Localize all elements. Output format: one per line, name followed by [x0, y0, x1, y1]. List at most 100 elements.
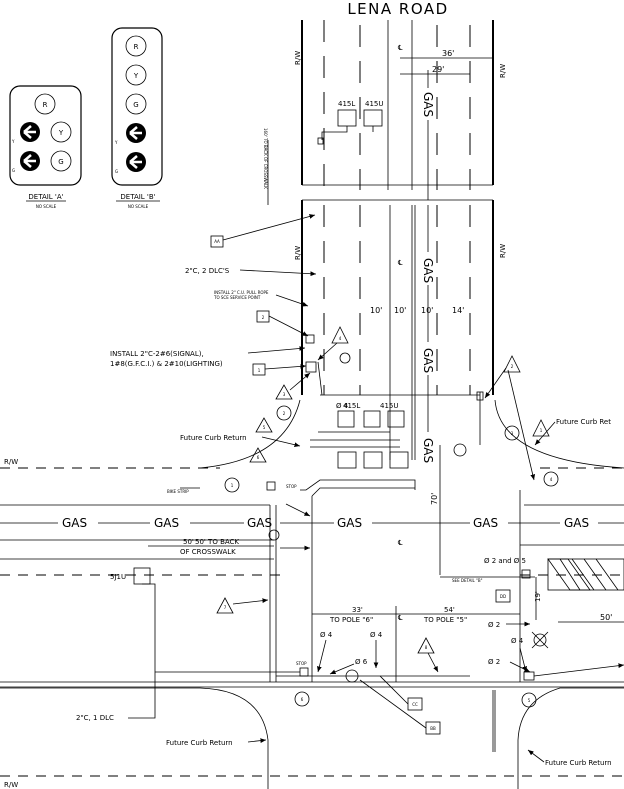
signal-head-415l-mid — [337, 410, 355, 428]
label-415l-top: 415L — [338, 100, 355, 108]
detail-b-y-mark: Y — [114, 140, 118, 145]
detail-a-green-label: G — [58, 158, 63, 166]
circle-4-label: 4 — [550, 477, 553, 482]
leader-install-small — [275, 294, 309, 307]
detail-a-green-lamp — [50, 150, 72, 172]
arrow-left-icon — [23, 154, 36, 168]
circle-6 — [294, 691, 310, 707]
curb-return-sw — [0, 687, 269, 789]
note-to-pole6: TO POLE "6" — [329, 616, 373, 624]
arrow-left-icon — [23, 125, 36, 139]
luminaire-se — [533, 633, 547, 647]
detail-b-scale: NO SCALE — [128, 204, 149, 209]
note-conduit-bottom: 2"C, 1 DLC — [76, 714, 114, 722]
box-2-label: 2 — [262, 315, 265, 320]
dim-19: 19' — [534, 591, 542, 602]
luminaire-ne — [453, 443, 467, 457]
dim-14: 14' — [452, 306, 464, 315]
dim-160: 160' TO BACK OF CROSSWALK — [263, 128, 268, 189]
phase2-and5: Ø 2 and Ø 5 — [484, 557, 526, 565]
dim-10c: 10' — [421, 306, 433, 315]
phase4-b: Ø 4 — [511, 637, 524, 645]
stop-note-sw: STOP — [296, 661, 307, 666]
centerline-mark: ℄ — [398, 259, 403, 267]
future-curb-label-nw: Future Curb Return — [180, 434, 247, 442]
pole-top — [317, 137, 324, 145]
dim-50b: 50' — [600, 613, 612, 622]
circle-3 — [504, 425, 520, 441]
leader-phase4-b — [519, 647, 527, 673]
luminaire-sw — [345, 669, 359, 683]
note-conduit-top: 2"C, 2 DLC'S — [185, 267, 230, 275]
dim-33: 33' — [352, 606, 363, 614]
gas-label-h5: GAS — [473, 516, 498, 530]
rw-label: R/W — [499, 64, 507, 78]
arrow-left-icon — [129, 155, 142, 169]
rw-label: R/W — [4, 458, 18, 466]
stop-note-w: STOP — [286, 484, 297, 489]
signal-head-415u-top — [363, 109, 383, 127]
leader-phase4-c — [317, 639, 327, 673]
detail-a-y-mark: Y — [11, 139, 15, 144]
leader-cc — [379, 675, 409, 705]
curb-return-se — [517, 687, 624, 789]
detail-a-yellow-label: Y — [58, 129, 64, 137]
box-cc-label: CC — [412, 702, 418, 707]
gas-label-v4: GAS — [421, 438, 435, 463]
label-415u-mid: 415U — [380, 402, 398, 410]
leader-t2b — [507, 369, 536, 481]
leader-curb-nw — [261, 436, 301, 448]
circle-1-label: 1 — [231, 483, 234, 488]
mast-arm-mid — [310, 431, 400, 448]
hatched-island-frame — [547, 558, 624, 591]
dim-29: 29' — [432, 65, 444, 74]
box-1-label: 1 — [258, 368, 261, 373]
label-5j1u: 5J1U — [110, 573, 126, 581]
dim-10b: 10' — [394, 306, 406, 315]
signal-head-5j1u — [133, 567, 151, 585]
detector-loop — [337, 451, 357, 469]
label-415u-top: 415U — [365, 100, 383, 108]
note-to-back: 50' TO BACK — [195, 538, 239, 546]
leader-curb-se — [527, 749, 545, 763]
phase6: Ø 6 — [355, 658, 368, 666]
luminaire-nw — [339, 352, 351, 364]
triangle-4-label: 4 — [339, 336, 342, 341]
box-dd — [495, 589, 511, 603]
triangle-8-label: 8 — [425, 645, 428, 650]
pole-nw — [305, 361, 317, 373]
conduit — [317, 361, 323, 396]
detail-a-scale: NO SCALE — [36, 204, 57, 209]
gas-label-v3: GAS — [421, 348, 435, 373]
pole-w-base — [268, 529, 280, 541]
triangle-7 — [216, 597, 234, 614]
triangle-3-label: 3 — [283, 392, 286, 397]
hatch-lines — [559, 558, 619, 591]
signal-head-415l-top — [337, 109, 357, 127]
detail-b-housing — [111, 27, 163, 186]
detail-b-yellow-lamp — [125, 64, 147, 86]
leader-box-2 — [268, 315, 309, 337]
pole-w — [266, 481, 276, 491]
triangle-2-label: 2 — [511, 364, 514, 369]
leader-t2a — [484, 367, 507, 399]
triangle-1 — [532, 419, 550, 437]
leader-conduit-bottom — [128, 672, 156, 719]
curb-return-nw — [199, 399, 301, 469]
see-detail-b: SEE DETAIL "B" — [452, 578, 483, 583]
leader-curb-sw — [247, 738, 267, 744]
triangle-4 — [331, 326, 349, 344]
detector-loop — [363, 451, 383, 469]
box-aa — [210, 235, 224, 248]
detail-b-green-lamp — [125, 93, 147, 115]
note-install-line1: INSTALL 2"C-2#6(SIGNAL), — [110, 350, 204, 358]
triangle-8 — [417, 637, 435, 654]
gas-label-h2: GAS — [154, 516, 179, 530]
leader-bb — [359, 679, 427, 729]
detail-b-yellow-label: Y — [133, 72, 139, 80]
gas-label-v2: GAS — [421, 258, 435, 283]
rw-label: R/W — [294, 51, 302, 65]
mast-5j1u — [142, 583, 156, 672]
box-aa-label: AA — [214, 239, 220, 244]
